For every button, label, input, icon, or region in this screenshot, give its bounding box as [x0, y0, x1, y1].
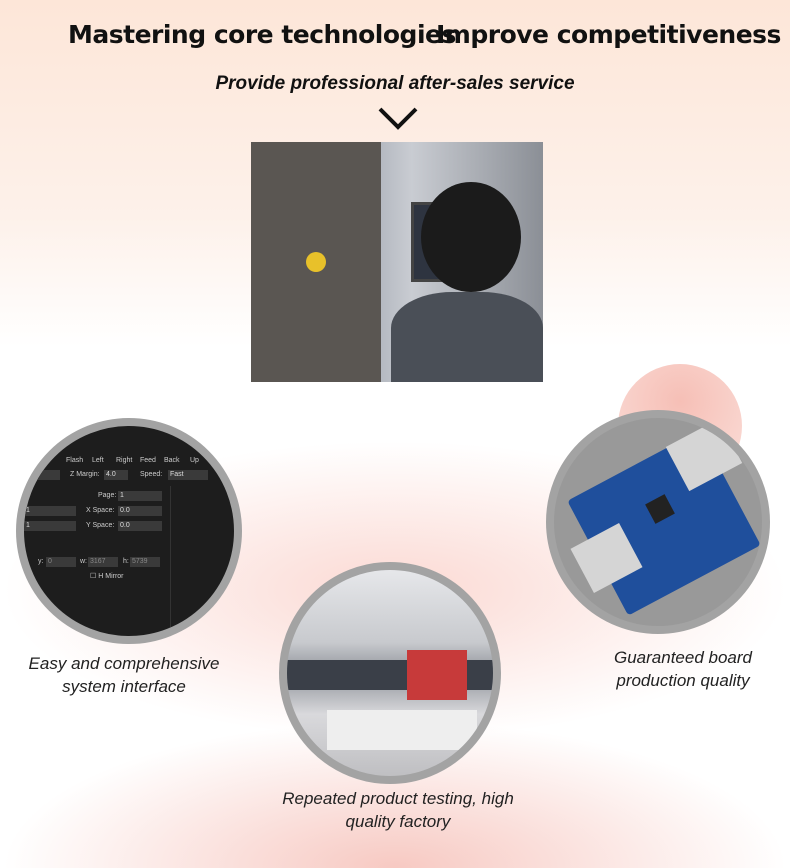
h-mirror-label: H Mirror [98, 573, 124, 580]
caption-line: quality factory [345, 812, 451, 831]
caption-line: Repeated product testing, high [282, 789, 514, 808]
caption-line: system interface [62, 677, 186, 696]
x-space-input[interactable]: 0.0 [118, 506, 162, 516]
headline-left: Mastering core technologies [68, 20, 456, 49]
toolbar-right: Right [116, 457, 133, 464]
z-margin-label: Z Margin: [70, 471, 100, 478]
factory-photo-circle [279, 562, 501, 784]
caption-line: Guaranteed board [614, 648, 752, 667]
feature-caption-board: Guaranteed board production quality [578, 646, 788, 692]
w-label: w: [80, 558, 87, 565]
h-input[interactable]: 5739 [130, 557, 160, 567]
feature-caption-factory: Repeated product testing, high quality fa… [248, 787, 548, 833]
circuit-board-circle [546, 410, 770, 634]
page-input[interactable]: 1 [118, 491, 162, 501]
feature-caption-interface: Easy and comprehensive system interface [4, 652, 244, 698]
chevron-down-icon [378, 107, 418, 130]
y-space-input[interactable]: 0.0 [118, 521, 162, 531]
y-label: y: [38, 558, 44, 565]
headline-right: Improve competitiveness [436, 20, 781, 49]
w-input[interactable]: 3167 [88, 557, 118, 567]
speed-label: Speed: [140, 471, 163, 478]
caption-line: Easy and comprehensive [28, 654, 220, 673]
z-margin-input[interactable]: 4.0 [104, 470, 128, 480]
subtitle: Provide professional after-sales service [215, 73, 575, 94]
toolbar-up: Up [190, 457, 199, 464]
field-1[interactable]: 1 [24, 506, 76, 516]
x-space-label: X Space: [86, 507, 115, 514]
y-space-label: Y Space: [86, 522, 115, 529]
h-label: h: [123, 558, 129, 565]
caption-line: production quality [616, 671, 750, 690]
software-interface-circle: Flash Left Right Feed Back Up 0 Z Margin… [16, 418, 242, 644]
speed-select[interactable]: Fast [168, 470, 208, 480]
toolbar-flash: Flash [66, 457, 84, 464]
toolbar-left: Left [92, 457, 104, 464]
field-partial[interactable]: 0 [24, 470, 60, 480]
toolbar-feed: Feed [140, 457, 156, 464]
service-photo [251, 142, 543, 382]
page-label: Page: [98, 492, 117, 499]
toolbar-back: Back [164, 457, 180, 464]
y-input[interactable]: 0 [46, 557, 76, 567]
h-mirror-checkbox[interactable]: ☐ H Mirror [90, 573, 124, 580]
field-2[interactable]: 1 [24, 521, 76, 531]
